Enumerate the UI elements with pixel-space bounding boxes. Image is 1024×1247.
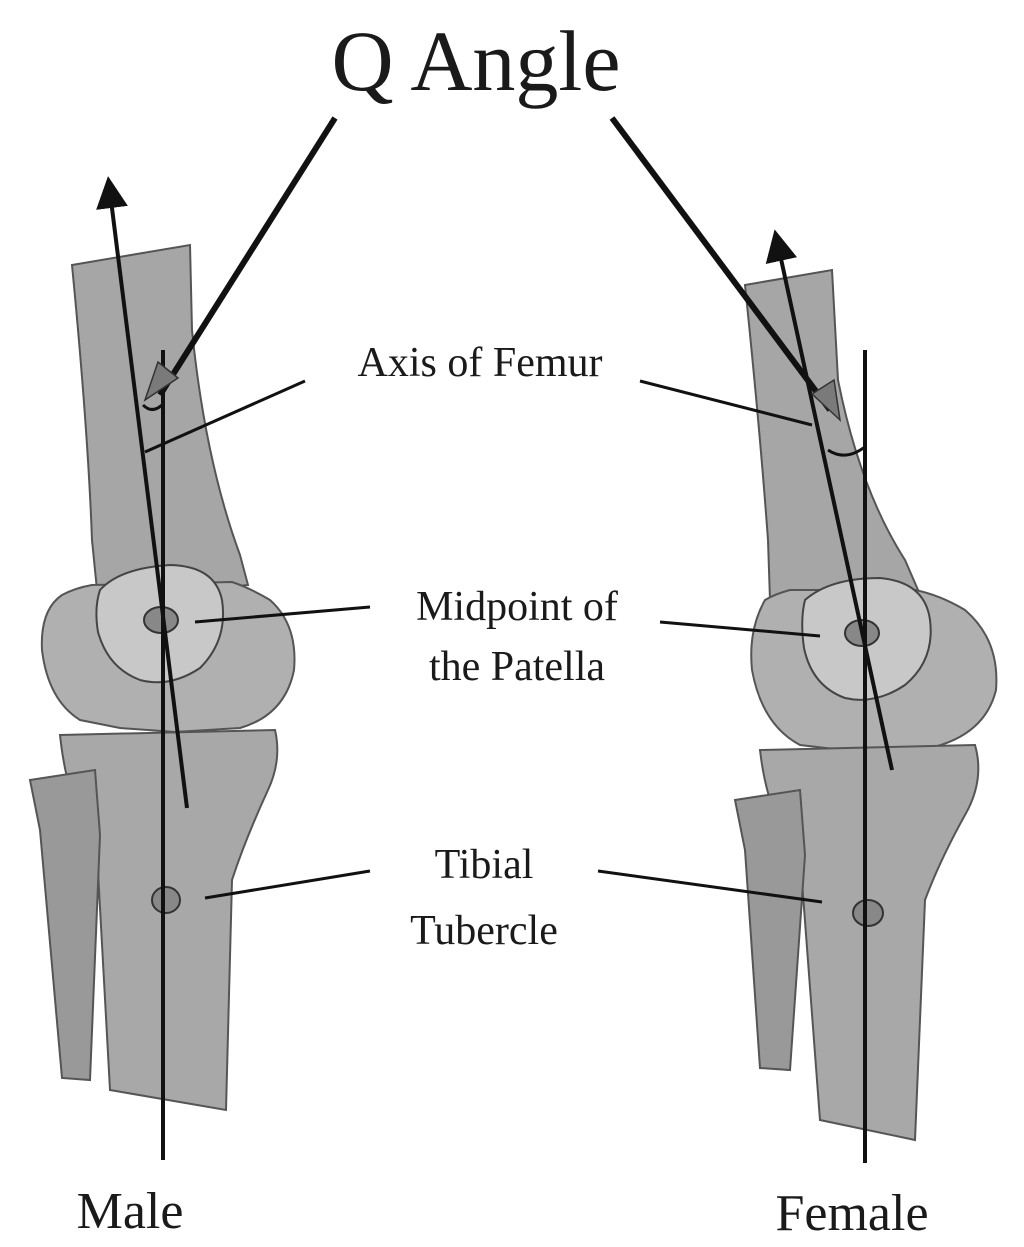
female-fibula	[733, 788, 807, 1072]
midpoint-leader-left	[194, 605, 371, 624]
axis-of-femur-label: Axis of Femur	[358, 340, 603, 386]
midpoint-label-line1: Midpoint of	[416, 584, 618, 630]
axis-of-femur-leader-right	[639, 379, 813, 427]
male-fibula	[28, 768, 102, 1082]
midpoint-leader-right	[659, 620, 821, 638]
male-tibial-tubercle	[151, 886, 181, 914]
male-label: Male	[77, 1183, 184, 1240]
female-q-angle-pointer-head	[810, 378, 842, 423]
tibial-label-line1: Tibial	[435, 842, 534, 888]
male-q-angle-pointer-head	[143, 360, 180, 402]
female-femur-axis	[765, 229, 894, 771]
axis-of-femur-leader-left	[144, 379, 306, 454]
female-label: Female	[775, 1185, 928, 1242]
male-q-angle-pointer	[157, 116, 338, 397]
tibial-leader-right	[597, 869, 823, 904]
midpoint-label-line2: the Patella	[429, 644, 605, 690]
female-tibial-tubercle	[852, 899, 884, 927]
male-femur-shaft	[70, 243, 250, 602]
female-angle-arc	[827, 444, 867, 457]
tibial-leader-left	[204, 869, 371, 900]
male-knee	[28, 176, 296, 1160]
male-angle-arc	[141, 403, 164, 411]
female-knee	[733, 229, 998, 1163]
male-femur-axis	[96, 176, 189, 809]
female-femur-shaft	[743, 268, 920, 602]
diagram-title: Q Angle	[331, 13, 620, 109]
female-q-angle-pointer	[609, 116, 833, 412]
tibial-label-line2: Tubercle	[410, 908, 558, 954]
